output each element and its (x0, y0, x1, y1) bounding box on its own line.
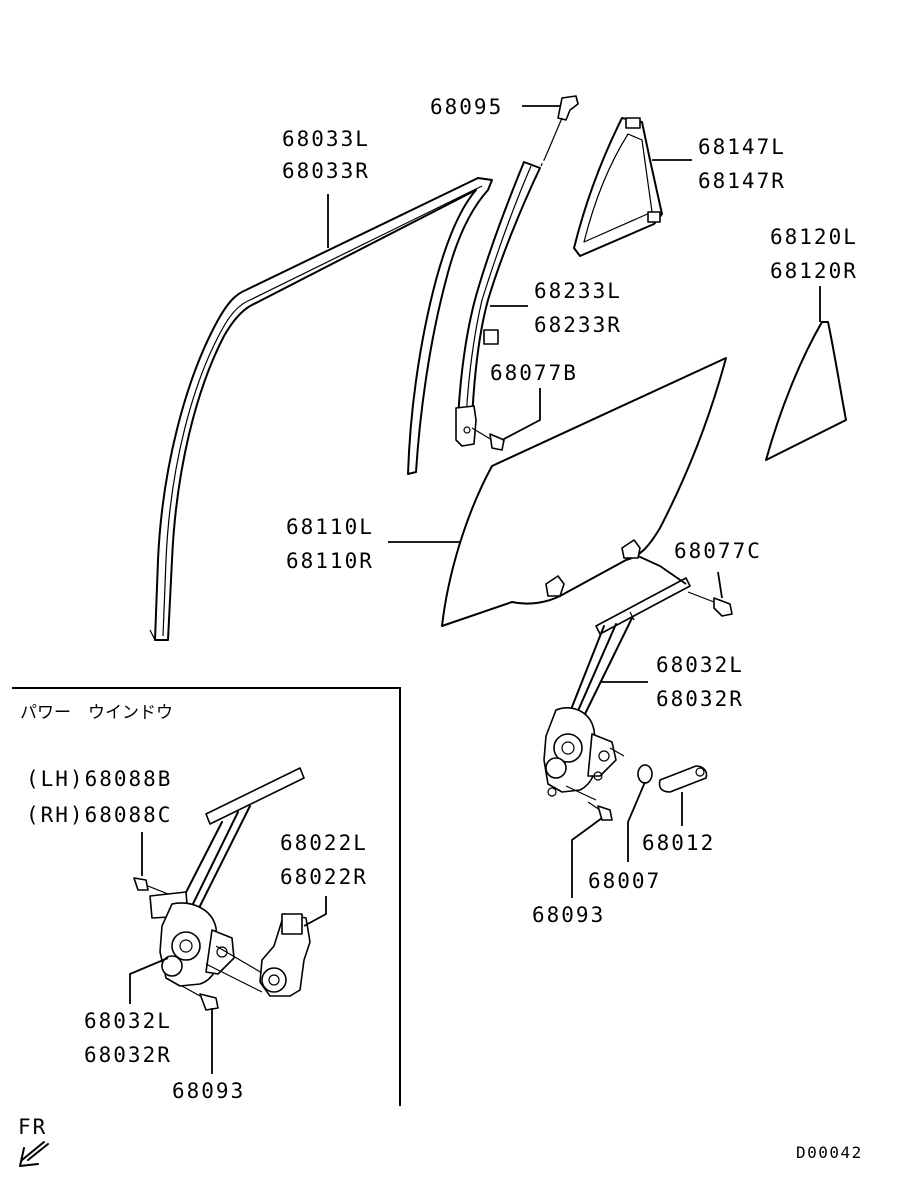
label-68233R: 68233R (534, 313, 622, 337)
bolt-68093-upper[interactable] (587, 801, 613, 821)
label-68032R-upper: 68032R (656, 687, 744, 711)
label-68088B: (LH)68088B (26, 767, 172, 791)
quarter-glass[interactable] (765, 321, 847, 461)
label-68110R: 68110R (286, 549, 374, 573)
leader-lines (129, 105, 821, 1074)
label-68110L: 68110L (286, 515, 374, 539)
label-68120L: 68120L (770, 225, 858, 249)
quarter-window-frame[interactable] (573, 117, 663, 257)
label-68093-upper: 68093 (532, 903, 605, 927)
bolt-68093-lower[interactable] (181, 985, 219, 1011)
arrow-down-left-icon (19, 1141, 49, 1167)
window-regulator-upper[interactable] (543, 577, 691, 801)
rear-division-channel[interactable] (455, 161, 541, 447)
power-window-regulator[interactable] (149, 767, 311, 997)
washer-68007[interactable] (637, 764, 653, 784)
label-68120R: 68120R (770, 259, 858, 283)
screw-68095[interactable] (539, 95, 579, 169)
label-68033L: 68033L (282, 127, 370, 151)
label-68147L: 68147L (698, 135, 786, 159)
door-glass[interactable] (441, 357, 727, 627)
label-68022R: 68022R (280, 865, 368, 889)
label-68077B: 68077B (490, 361, 578, 385)
label-68093-box: 68093 (172, 1079, 245, 1103)
label-68022L: 68022L (280, 831, 368, 855)
label-68147R: 68147R (698, 169, 786, 193)
power-window-title: パワー ウインドウ (20, 703, 173, 723)
bolt-68077C[interactable] (687, 591, 733, 617)
label-68077C: 68077C (674, 539, 762, 563)
label-68033R: 68033R (282, 159, 370, 183)
diagram-code: D00042 (796, 1143, 863, 1162)
label-68012: 68012 (642, 831, 715, 855)
window-crank-handle[interactable] (658, 765, 708, 793)
label-68007: 68007 (588, 869, 661, 893)
bolt-68077B[interactable] (471, 427, 505, 451)
label-68032L-upper: 68032L (656, 653, 744, 677)
label-68032L-box: 68032L (84, 1009, 172, 1033)
label-68032R-box: 68032R (84, 1043, 172, 1067)
label-68095: 68095 (430, 95, 503, 119)
door-glass-run-channel[interactable] (149, 177, 493, 641)
power-window-inset-frame (12, 687, 401, 1106)
bolt-68088[interactable] (133, 877, 169, 895)
label-68233L: 68233L (534, 279, 622, 303)
label-68088C: (RH)68088C (26, 803, 172, 827)
front-indicator-label: FR (18, 1115, 47, 1139)
